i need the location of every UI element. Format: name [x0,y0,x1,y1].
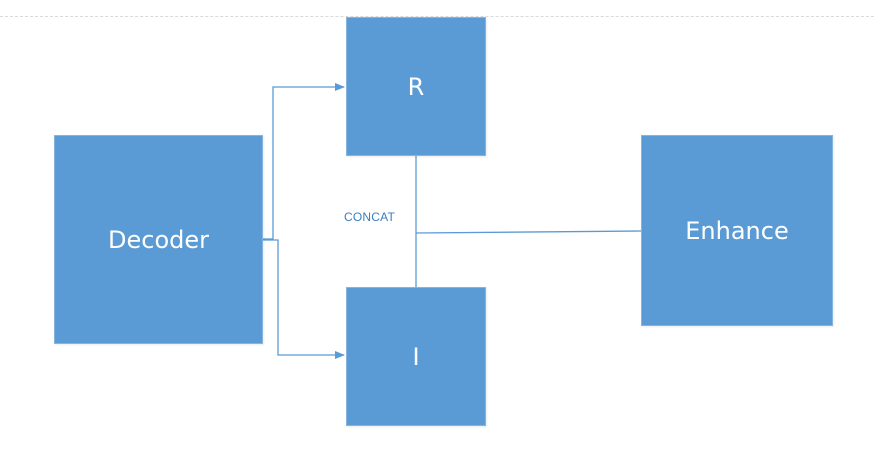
r-node: R [346,17,486,156]
i-label: I [412,342,420,371]
i-node: I [346,287,486,426]
edge-decoder-to-i [263,239,345,359]
edge-junction-to-enhance [415,230,642,234]
r-label: R [407,72,425,101]
decoder-node: Decoder [54,135,263,344]
concat-label: CONCAT [344,210,395,224]
enhance-label: Enhance [685,216,789,245]
decoder-label: Decoder [108,225,209,254]
edge-decoder-to-r [263,83,345,240]
top-guide-line [0,16,874,17]
enhance-node: Enhance [641,135,833,326]
